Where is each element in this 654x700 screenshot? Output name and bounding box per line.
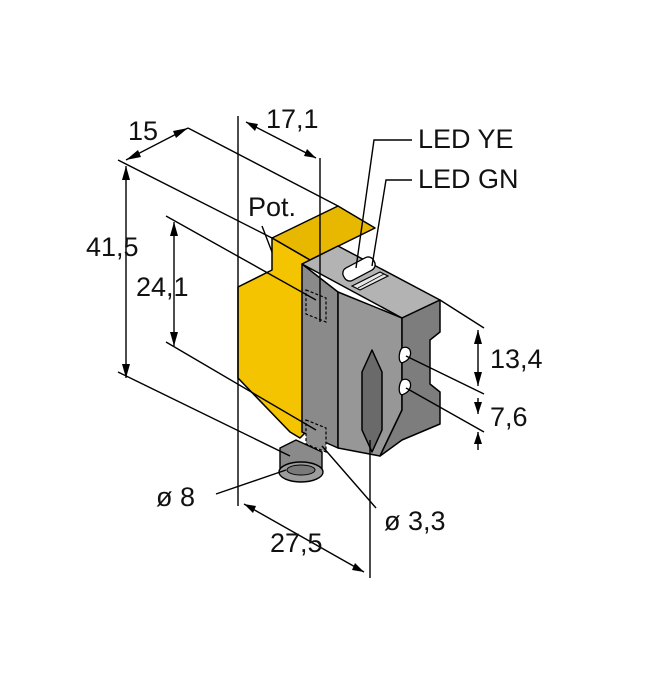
- dim-depth: 15: [128, 116, 158, 146]
- dim-length-bottom: 27,5: [270, 528, 323, 558]
- connector-plug: [278, 439, 324, 483]
- label-led-yellow: LED YE: [418, 124, 514, 154]
- mounting-hole-lower: [305, 419, 327, 453]
- dim-width-top: 17,1: [266, 104, 319, 134]
- dimension-lines: [117, 116, 485, 578]
- front-slot-upper: [398, 346, 412, 364]
- dim-led-spacing: 13,4: [490, 344, 543, 374]
- dim-hole-diameter: ø 3,3: [384, 506, 446, 536]
- sensor-housing: [237, 205, 441, 483]
- dim-connector-diameter: ø 8: [156, 482, 195, 512]
- gray-front-face: [379, 299, 441, 457]
- label-led-green: LED GN: [418, 164, 519, 194]
- led-window: [342, 256, 390, 291]
- front-slot-lower: [398, 378, 412, 396]
- dim-height-total: 41,5: [86, 232, 139, 262]
- dimension-labels: 15 17,1 41,5 24,1 Pot. LED YE LED GN 13,…: [86, 104, 543, 558]
- dim-height-holes: 24,1: [136, 272, 189, 302]
- label-potentiometer: Pot.: [248, 192, 296, 222]
- dim-slot-spacing: 7,6: [490, 402, 528, 432]
- lens-groove: [361, 349, 383, 453]
- yellow-side-face: [237, 237, 311, 439]
